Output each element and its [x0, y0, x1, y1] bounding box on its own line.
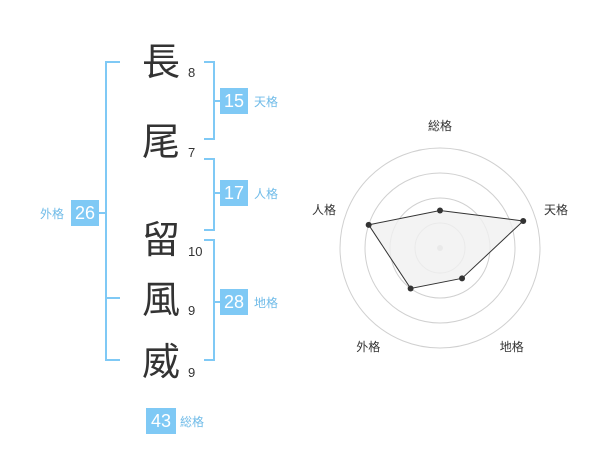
radar-point [407, 285, 414, 292]
soukaku-label: 総格 [180, 415, 205, 429]
chikaku-badge: 28 [220, 289, 248, 315]
name-char-4: 風 [141, 278, 180, 322]
gaikaku-bracket [105, 61, 120, 361]
radar-point [437, 207, 443, 214]
radar-area [367, 209, 525, 290]
radar-label-tenkaku: 天格 [544, 203, 569, 218]
stroke-count-3: 10 [188, 244, 203, 259]
name-char-2: 尾 [141, 120, 180, 164]
name-char-1: 長 [141, 40, 180, 84]
radar-point [459, 275, 466, 282]
radar-grid-ring [364, 172, 516, 324]
gaikaku-label: 外格 [40, 207, 65, 221]
radar-label-soukaku: 総格 [428, 119, 453, 133]
jinkaku-label: 人格 [254, 187, 279, 201]
stroke-count-4: 9 [188, 303, 196, 318]
radar-label-jinkaku: 人格 [311, 203, 336, 218]
radar-grid-ring [339, 147, 541, 349]
soukaku-badge: 43 [146, 408, 176, 434]
radar-label-gaikaku: 外格 [356, 339, 381, 354]
radar-label-chikaku: 地格 [499, 339, 524, 354]
chikaku-bracket [204, 239, 215, 361]
chikaku-label: 地格 [254, 296, 279, 310]
stroke-count-2: 7 [188, 145, 196, 160]
radar-point [365, 221, 372, 228]
name-char-3: 留 [141, 218, 180, 262]
stroke-count-5: 9 [188, 365, 196, 380]
stroke-count-1: 8 [188, 65, 196, 80]
tenkaku-label: 天格 [254, 95, 279, 109]
gaikaku-badge: 26 [71, 200, 99, 226]
name-char-5: 威 [141, 340, 180, 384]
tenkaku-badge: 15 [220, 88, 248, 114]
jinkaku-badge: 17 [220, 180, 248, 206]
radar-point [520, 217, 527, 224]
jinkaku-bracket [204, 158, 215, 231]
